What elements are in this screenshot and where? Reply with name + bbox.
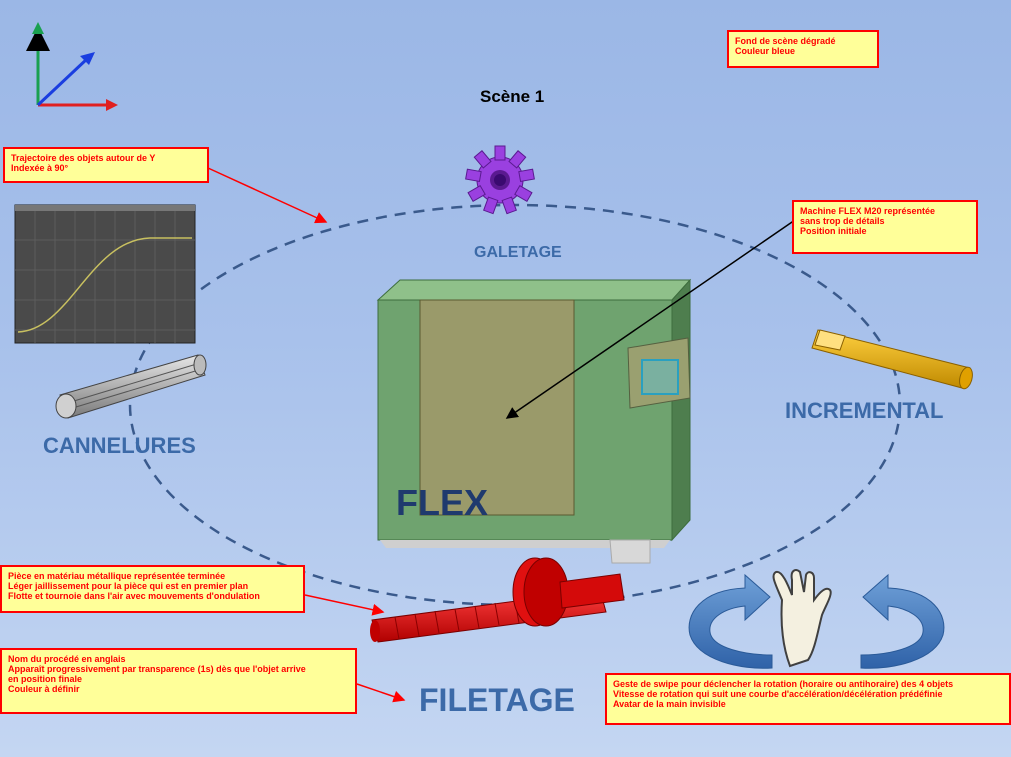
note-background: Fond de scène dégradé Couleur bleue <box>727 30 879 68</box>
note-machine: Machine FLEX M20 représentée sans trop d… <box>792 200 978 254</box>
label-galetage: GALETAGE <box>474 244 562 261</box>
page-title: Scène 1 <box>480 87 545 106</box>
hand-icon <box>772 569 832 668</box>
note-trajectory: Trajectoire des objets autour de Y Index… <box>3 147 209 183</box>
rotate-left-arrow-icon <box>688 573 773 669</box>
label-incremental: INCREMENTAL <box>785 398 944 423</box>
note-process-name: Nom du procédé en anglais Apparaît progr… <box>0 648 357 714</box>
axis-gizmo <box>26 22 118 111</box>
machine-logo: FLEX <box>396 482 489 523</box>
flex-machine <box>376 278 692 564</box>
note-swipe: Geste de swipe pour déclencher la rotati… <box>605 673 1011 725</box>
gear-icon <box>465 145 535 215</box>
label-cannelures: CANNELURES <box>43 433 196 458</box>
acceleration-curve-graph <box>14 204 196 344</box>
threaded-part-icon <box>370 557 625 643</box>
tube-icon <box>811 329 973 390</box>
rotate-right-arrow-icon <box>860 573 945 669</box>
trajectory-ellipse <box>128 203 902 607</box>
splined-shaft-icon <box>55 354 207 419</box>
label-filetage: FILETAGE <box>419 682 575 718</box>
note-part: Pièce en matériau métallique représentée… <box>0 565 305 613</box>
